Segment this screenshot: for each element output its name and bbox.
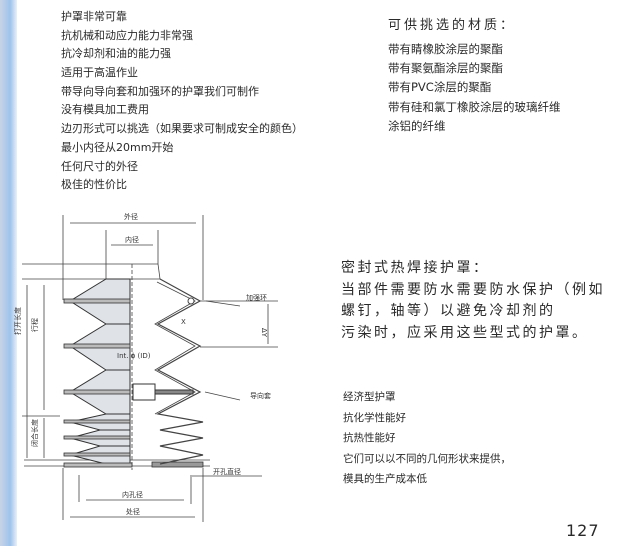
- paragraph-line: 当部件需要防水需要防水保护（例如: [341, 281, 605, 298]
- list-item: 经济型护罩: [343, 391, 396, 403]
- list-item: 适用于高温作业: [61, 66, 138, 80]
- list-item: 模具的生产成本低: [343, 473, 427, 485]
- list-item: 它们可以以不同的几何形状来提供，: [343, 452, 511, 465]
- list-item: 带有硅和氯丁橡胶涂层的玻璃纤维: [388, 99, 561, 114]
- materials-list: 带有睛橡胶涂层的聚酯 带有聚氨酯涂层的聚酯 带有PVC涂层的聚酯 带有硅和氯丁橡…: [388, 40, 561, 136]
- materials-heading: 可供挑选的材质：: [388, 18, 517, 33]
- list-item: 涂铝的纤维: [388, 118, 446, 133]
- inner-hole-label: 内孔径: [122, 490, 143, 499]
- open-length-label: 打开长度: [13, 307, 22, 335]
- list-item: 护罩非常可靠: [61, 10, 127, 23]
- page-number: 127: [566, 521, 600, 540]
- inner-id-label: Int. ϕ (ID): [117, 352, 151, 360]
- list-item: 带有睛橡胶涂层的聚酯: [388, 42, 503, 56]
- list-item: 边刃形式可以挑选（如果要求可制成安全的颜色）: [61, 122, 303, 136]
- list-item: 带有PVC涂层的聚酯: [388, 80, 492, 95]
- closed-length-label: 闭合长度: [30, 419, 39, 447]
- paragraph-line: 污染时，应采用这些型式的护罩。: [341, 324, 589, 341]
- section-heading: 密封式热焊接护罩：: [341, 260, 490, 276]
- list-item: 带有聚氨酯涂层的聚酯: [388, 61, 503, 76]
- inner-diameter-label: 内径: [125, 235, 139, 244]
- economy-list: 经济型护罩 抗化学性能好 抗热性能好 它们可以以不同的几何形状来提供， 模具的生…: [343, 387, 511, 490]
- guide-sleeve-label: 导向套: [250, 391, 271, 400]
- sealed-bellows-section: 密封式热焊接护罩： 当部件需要防水需要防水保护（例如 螺钉，轴等）以避免冷却剂的…: [341, 258, 605, 344]
- bellows-diagram: 外径 内径 加强环 X ΔY Int. ϕ (ID) 导向套 打开长度 行程 闭…: [13, 212, 278, 522]
- feature-list: 护罩非常可靠 抗机械和动应力能力非常强 抗冷却剂和油的能力强 适用于高温作业 带…: [61, 8, 303, 195]
- list-item: 抗热性能好: [343, 432, 396, 444]
- outer-diameter-label: 外径: [124, 212, 138, 221]
- list-item: 抗冷却剂和油的能力强: [61, 47, 171, 61]
- hole-diameter-label: 开孔直径: [213, 467, 241, 476]
- paragraph-line: 螺钉，轴等）以避免冷却剂的: [341, 303, 556, 319]
- list-item: 抗机械和动应力能力非常强: [61, 28, 193, 42]
- list-item: 任何尺寸的外径: [61, 159, 138, 173]
- list-item: 抗化学性能好: [343, 411, 406, 424]
- list-item: 极佳的性价比: [61, 178, 127, 192]
- outer-edge-label: 处径: [126, 507, 140, 516]
- stroke-label: 行程: [30, 318, 39, 332]
- reinforce-ring-label: 加强环: [246, 293, 267, 302]
- page-edge-shadow: [0, 0, 17, 546]
- list-item: 最小内径从20mm开始: [61, 140, 174, 154]
- list-item: 带导向导向套和加强环的护罩我们可制作: [61, 84, 259, 98]
- list-item: 没有模具加工费用: [61, 103, 149, 117]
- delta-label: ΔY: [260, 328, 268, 338]
- x-label: X: [181, 318, 186, 326]
